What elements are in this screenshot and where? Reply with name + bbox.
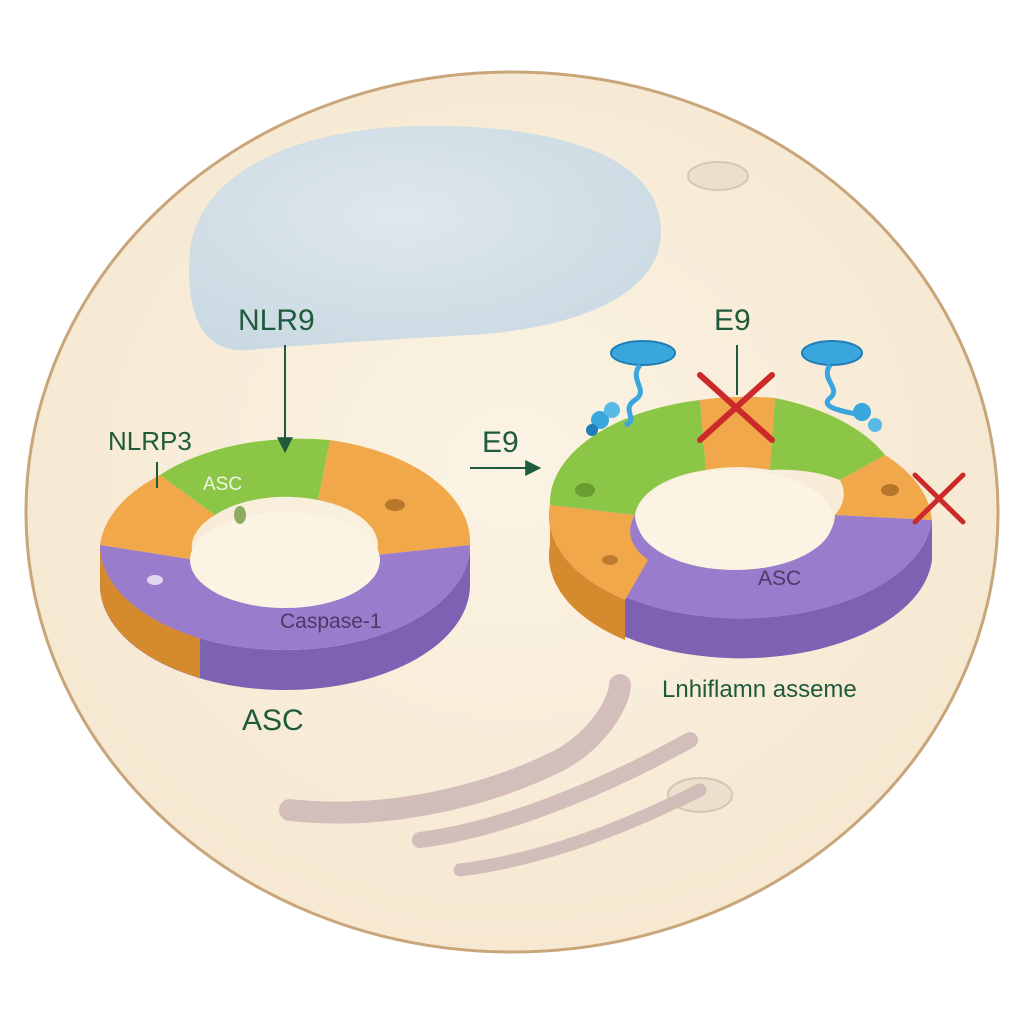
ring-right-segment-orange-left bbox=[548, 505, 648, 600]
ring-right-segment-orange-top bbox=[700, 396, 775, 470]
label-nlr9: NLR9 bbox=[238, 304, 315, 337]
ring-right-segment-green-right bbox=[770, 398, 885, 480]
label-asc-ring-right: ASC bbox=[758, 567, 801, 590]
ring-left-segment-green bbox=[160, 438, 330, 515]
nucleus bbox=[189, 125, 661, 351]
label-inflammasome: Lnhiflamn asseme bbox=[662, 676, 857, 703]
label-asc-ring-left: ASC bbox=[203, 474, 242, 495]
ring-left-segment-purple bbox=[100, 545, 470, 650]
ring-left-segment-orange-left bbox=[100, 475, 215, 560]
blue-protein-icon bbox=[586, 340, 676, 436]
ring-left-segment-orange-right bbox=[318, 440, 471, 555]
blue-protein-icon bbox=[801, 340, 882, 432]
label-nlrp3: NLRP3 bbox=[108, 426, 192, 456]
label-asc-bottom: ASC bbox=[242, 704, 304, 737]
vesicle-top bbox=[687, 161, 749, 191]
red-x-icon bbox=[912, 472, 966, 525]
label-caspase: Caspase-1 bbox=[280, 610, 382, 633]
label-e9-middle: E9 bbox=[482, 426, 519, 459]
label-e9-top: E9 bbox=[714, 304, 751, 337]
golgi-membranes bbox=[279, 674, 707, 877]
ring-left-hole bbox=[190, 512, 380, 608]
inflammasome-ring-right bbox=[548, 396, 932, 659]
red-x-icon bbox=[697, 372, 775, 443]
inflammasome-ring-left bbox=[100, 438, 471, 690]
ring-right-hole bbox=[637, 470, 833, 570]
ring-right-segment-purple bbox=[549, 505, 932, 619]
